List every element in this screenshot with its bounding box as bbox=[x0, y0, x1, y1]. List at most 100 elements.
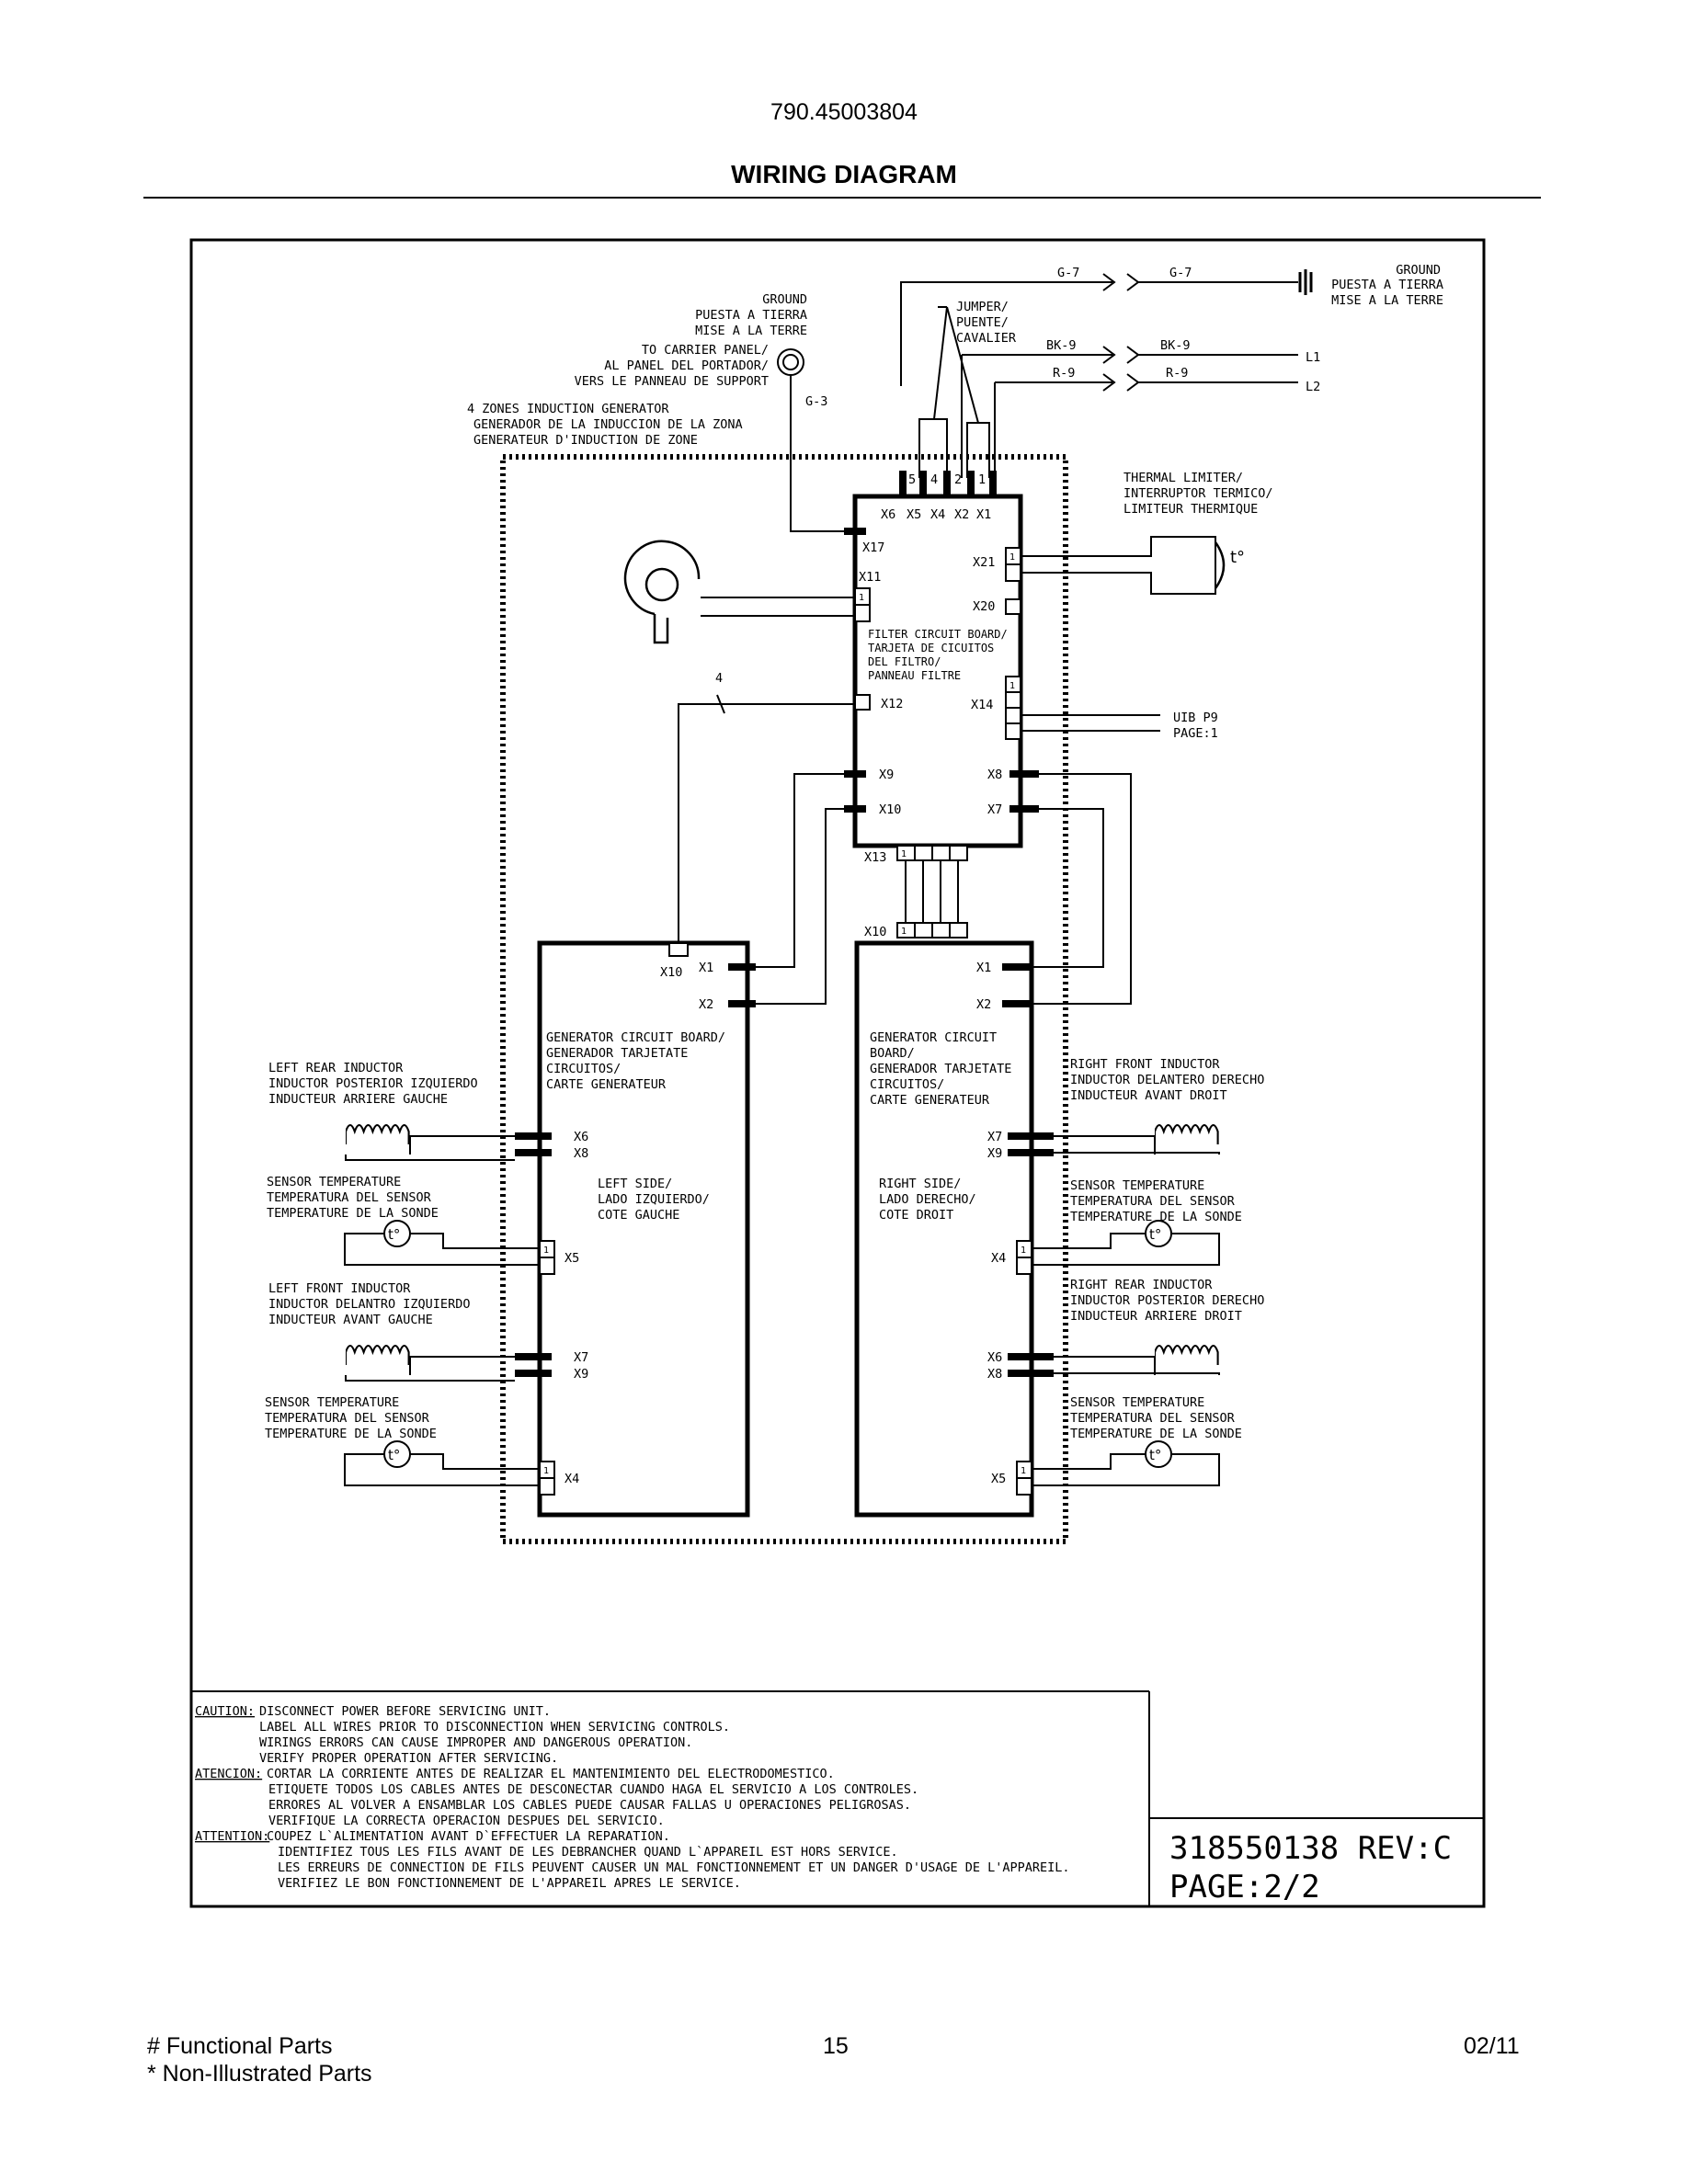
rb-x1-label: X1 bbox=[976, 961, 991, 975]
thermal-limiter-label-3: LIMITEUR THERMIQUE bbox=[1123, 502, 1258, 517]
fb-x13-label: X13 bbox=[864, 850, 886, 865]
g7-wire-label: G-7 bbox=[1057, 266, 1079, 280]
g3-wire-label: G-3 bbox=[805, 394, 827, 409]
attention-line-3: LES ERREURS DE CONNECTION DE FILS PEUVEN… bbox=[278, 1860, 1070, 1875]
lb-x5-pin: 1 bbox=[543, 1246, 549, 1256]
filter-board-label-1: FILTER CIRCUIT BOARD/ bbox=[868, 628, 1008, 641]
part-rev-label: 318550138 REV:C bbox=[1169, 1830, 1452, 1867]
attention-line-1: COUPEZ L`ALIMENTATION AVANT D`EFFECTUER … bbox=[267, 1829, 670, 1844]
right-generator-board: X10 1 X1 X2 GENERATOR CIRCUIT BOARD/ GEN… bbox=[854, 922, 1054, 1518]
fb-x5-label: X5 bbox=[907, 507, 921, 522]
rb-side-2: LADO DERECHO/ bbox=[879, 1192, 976, 1207]
rri-label-2: INDUCTOR POSTERIOR DERECHO bbox=[1070, 1293, 1264, 1308]
ground-label-2: PUESTA A TIERRA bbox=[1331, 278, 1443, 292]
pin-4-label: 4 bbox=[930, 472, 938, 487]
fb-x13-pin: 1 bbox=[901, 849, 907, 859]
rb-x6-label: X6 bbox=[987, 1350, 1002, 1365]
rb-x7-label: X7 bbox=[987, 1130, 1002, 1144]
rs2-symbol: t° bbox=[1149, 1447, 1161, 1463]
fb-x4-label: X4 bbox=[930, 507, 945, 522]
pin-2-label: 2 bbox=[954, 472, 962, 487]
g7-wire-label-2: G-7 bbox=[1169, 266, 1192, 280]
bk9-wire-label-2: BK-9 bbox=[1160, 338, 1191, 353]
atencion-line-2: ETIQUETE TODOS LOS CABLES ANTES DE DESCO… bbox=[268, 1782, 918, 1797]
rs2-label-2: TEMPERATURA DEL SENSOR bbox=[1070, 1411, 1236, 1426]
page-label: PAGE:2/2 bbox=[1169, 1869, 1320, 1905]
thermal-limiter-label-2: INTERRUPTOR TERMICO/ bbox=[1123, 486, 1273, 501]
ground-label-3: MISE A LA TERRE bbox=[1331, 293, 1443, 308]
filter-board-label-2: TARJETA DE CICUITOS bbox=[868, 642, 994, 654]
lb-x4-pin: 1 bbox=[543, 1466, 549, 1476]
rb-label-3: GENERADOR TARJETATE bbox=[870, 1062, 1011, 1076]
lb-x10-label: X10 bbox=[660, 965, 682, 980]
rb-x5-label: X5 bbox=[991, 1472, 1006, 1486]
caution-line-2: LABEL ALL WIRES PRIOR TO DISCONNECTION W… bbox=[259, 1720, 730, 1735]
ls2-label-3: TEMPERATURE DE LA SONDE bbox=[265, 1427, 437, 1441]
rs2-label-3: TEMPERATURE DE LA SONDE bbox=[1070, 1427, 1242, 1441]
lb-x6-label: X6 bbox=[574, 1130, 588, 1144]
diagram-frame bbox=[189, 238, 1486, 1908]
lb-label-3: CIRCUITOS/ bbox=[546, 1062, 621, 1076]
lb-side-3: COTE GAUCHE bbox=[598, 1208, 679, 1223]
page-number: 15 bbox=[823, 2033, 849, 2059]
lb-x2-label: X2 bbox=[699, 997, 713, 1012]
rri-label-3: INDUCTEUR ARRIERE DROIT bbox=[1070, 1309, 1242, 1324]
atencion-line-4: VERIFIQUE LA CORRECTA OPERACION DESPUES … bbox=[268, 1814, 665, 1828]
right-sensor-1: SENSOR TEMPERATURE TEMPERATURA DEL SENSO… bbox=[1032, 1178, 1242, 1266]
fb-x20-label: X20 bbox=[973, 599, 995, 614]
generator-label-3: GENERATEUR D'INDUCTION DE ZONE bbox=[473, 433, 698, 448]
footer-legend-non-illustrated: * Non-Illustrated Parts bbox=[147, 2061, 372, 2087]
uib-connection: UIB P9 PAGE:1 bbox=[1021, 711, 1218, 741]
interconnect-wiring: 4 bbox=[678, 671, 1132, 1005]
carrier-ground-label-5: AL PANEL DEL PORTADOR/ bbox=[604, 358, 769, 373]
lri-label-1: LEFT REAR INDUCTOR bbox=[268, 1061, 404, 1075]
atencion-line-3: ERRORES AL VOLVER A ENSAMBLAR LOS CABLES… bbox=[268, 1798, 911, 1813]
right-front-inductor: RIGHT FRONT INDUCTOR INDUCTOR DELANTERO … bbox=[1054, 1057, 1264, 1155]
jumper-label-2: PUENTE/ bbox=[956, 315, 1009, 330]
thermal-limiter: THERMAL LIMITER/ INTERRUPTOR TERMICO/ LI… bbox=[1021, 471, 1273, 595]
carrier-ground-label-3: MISE A LA TERRE bbox=[695, 324, 807, 338]
l2-label: L2 bbox=[1306, 380, 1320, 394]
rb-x2-label: X2 bbox=[976, 997, 991, 1012]
ls1-symbol: t° bbox=[388, 1226, 400, 1243]
rfi-label-1: RIGHT FRONT INDUCTOR bbox=[1070, 1057, 1220, 1072]
rb-x5-pin: 1 bbox=[1021, 1466, 1026, 1476]
generator-label-1: 4 ZONES INDUCTION GENERATOR bbox=[467, 402, 669, 416]
rb-side-3: COTE DROIT bbox=[879, 1208, 953, 1223]
atencion-tag: ATENCION: bbox=[195, 1767, 262, 1781]
left-sensor-2: SENSOR TEMPERATURE TEMPERATURA DEL SENSO… bbox=[265, 1395, 540, 1486]
ls1-label-1: SENSOR TEMPERATURE bbox=[267, 1175, 401, 1189]
carrier-ground-label-2: PUESTA A TIERRA bbox=[695, 308, 807, 323]
rb-side-1: RIGHT SIDE/ bbox=[879, 1177, 961, 1191]
left-generator-board: X10 X1 X2 GENERATOR CIRCUIT BOARD/ GENER… bbox=[515, 940, 756, 1518]
attention-tag: ATTENTION: bbox=[195, 1829, 269, 1844]
ls2-label-1: SENSOR TEMPERATURE bbox=[265, 1395, 399, 1410]
filter-board-label-3: DEL FILTRO/ bbox=[868, 655, 941, 668]
ls2-label-2: TEMPERATURA DEL SENSOR bbox=[265, 1411, 430, 1426]
r9-wire-label: R-9 bbox=[1053, 366, 1075, 381]
rs1-label-1: SENSOR TEMPERATURE bbox=[1070, 1178, 1204, 1193]
r9-wire-label-2: R-9 bbox=[1166, 366, 1188, 381]
lb-label-2: GENERADOR TARJETATE bbox=[546, 1046, 688, 1061]
l1-label: L1 bbox=[1306, 350, 1320, 365]
caution-line-3: WIRINGS ERRORS CAN CAUSE IMPROPER AND DA… bbox=[259, 1735, 692, 1750]
lb-label-1: GENERATOR CIRCUIT BOARD/ bbox=[546, 1030, 725, 1045]
rs1-label-3: TEMPERATURE DE LA SONDE bbox=[1070, 1210, 1242, 1224]
caution-line-4: VERIFY PROPER OPERATION AFTER SERVICING. bbox=[259, 1751, 558, 1766]
fb-x12-label: X12 bbox=[881, 697, 903, 711]
rs1-label-2: TEMPERATURA DEL SENSOR bbox=[1070, 1194, 1236, 1209]
fb-x10-label: X10 bbox=[879, 802, 901, 817]
ls1-label-2: TEMPERATURA DEL SENSOR bbox=[267, 1190, 432, 1205]
lri-label-2: INDUCTOR POSTERIOR IZQUIERDO bbox=[268, 1076, 478, 1091]
rb-label-1: GENERATOR CIRCUIT bbox=[870, 1030, 997, 1045]
lb-x9-label: X9 bbox=[574, 1367, 588, 1382]
fb-x9-label: X9 bbox=[879, 768, 894, 782]
lb-x4-label: X4 bbox=[565, 1472, 579, 1486]
jumper-label-3: CAVALIER bbox=[956, 331, 1017, 346]
header-rule bbox=[143, 197, 1541, 199]
rs2-label-1: SENSOR TEMPERATURE bbox=[1070, 1395, 1204, 1410]
bk9-wire-label: BK-9 bbox=[1046, 338, 1077, 353]
lfi-label-1: LEFT FRONT INDUCTOR bbox=[268, 1281, 411, 1296]
left-rear-inductor: LEFT REAR INDUCTOR INDUCTOR POSTERIOR IZ… bbox=[268, 1061, 515, 1161]
rb-x4-label: X4 bbox=[991, 1251, 1006, 1266]
